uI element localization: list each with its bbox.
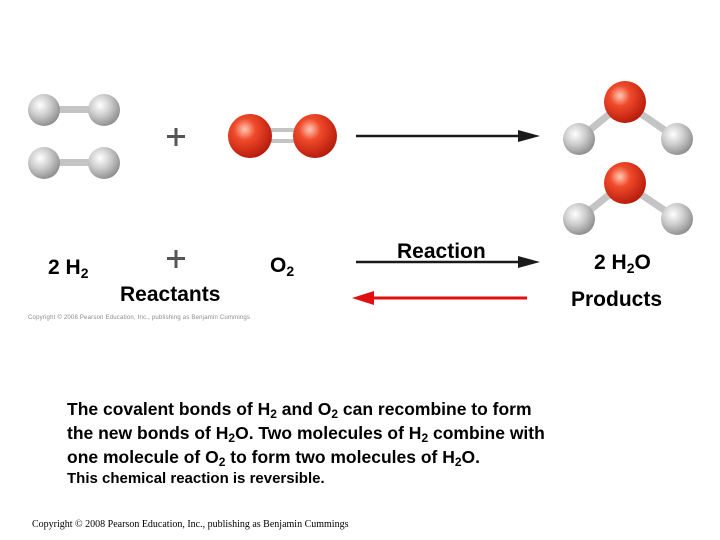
oxygen-atom <box>293 114 337 158</box>
oxygen-atom <box>604 81 646 123</box>
oxygen-atom <box>228 114 272 158</box>
h2-molecule-2 <box>28 147 120 179</box>
hydrogen-atom <box>661 123 693 155</box>
hydrogen-atom <box>661 203 693 235</box>
forward-arrow-icon <box>356 256 540 268</box>
double-bond <box>248 139 316 143</box>
plus-icon <box>167 128 185 146</box>
product-h2o-label: 2 H2O <box>594 251 651 276</box>
faint-copyright: Copyright © 2008 Pearson Education, Inc.… <box>28 315 251 321</box>
h2o-molecule-2 <box>563 162 693 235</box>
reactant-o2-label: O2 <box>270 254 295 279</box>
products-label: Products <box>571 288 663 311</box>
hydrogen-atom <box>28 94 60 126</box>
copyright-text: Copyright © 2008 Pearson Education, Inc.… <box>32 519 349 530</box>
oxygen-atom <box>604 162 646 204</box>
hydrogen-atom <box>563 123 595 155</box>
single-bond <box>44 106 104 113</box>
reactants-label: Reactants <box>120 283 221 306</box>
h2-molecule-1 <box>28 94 120 126</box>
h2o-molecule-1 <box>563 81 693 155</box>
description-text: The covalent bonds of H2 and O2 can reco… <box>67 399 545 469</box>
hydrogen-atom <box>88 94 120 126</box>
plus-icon <box>167 250 185 268</box>
hydrogen-atom <box>28 147 60 179</box>
reversible-note: This chemical reaction is reversible. <box>67 470 325 487</box>
forward-arrow-icon <box>356 130 540 142</box>
hydrogen-atom <box>88 147 120 179</box>
single-bond <box>44 159 104 166</box>
hydrogen-atom <box>563 203 595 235</box>
reaction-label: Reaction <box>397 240 486 263</box>
reactant-h2-label: 2 H2 <box>48 256 89 281</box>
reverse-arrow-icon <box>352 291 527 305</box>
o2-molecule <box>228 114 337 158</box>
double-bond <box>248 128 316 132</box>
